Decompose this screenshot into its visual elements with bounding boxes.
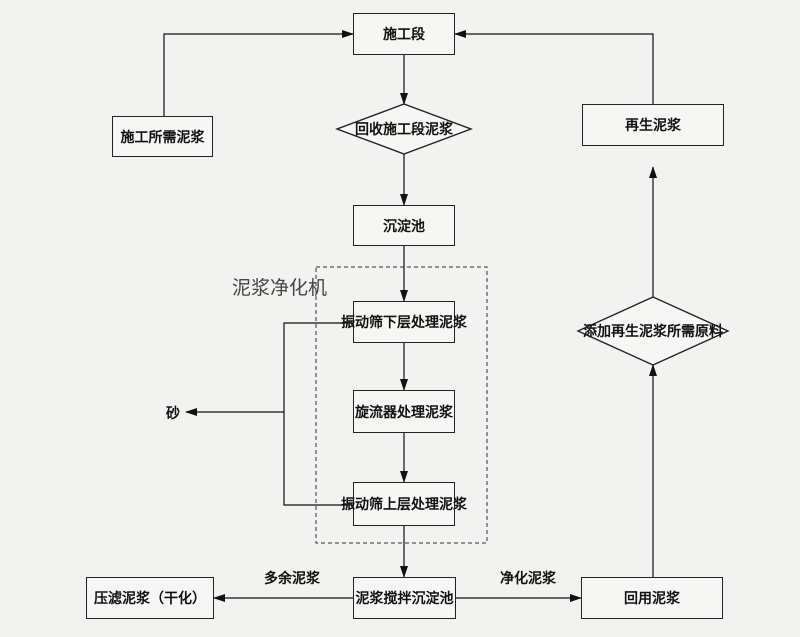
regenerated-slurry-label: 再生泥浆 (625, 118, 681, 134)
purified-slurry-label: 净化泥浆 (500, 571, 556, 587)
arrow-regenerated-to-construction (454, 30, 654, 104)
screen-lower-node: 振动筛下层处理泥浆 (341, 301, 467, 343)
arrow-required-to-construction (163, 30, 354, 116)
cyclone-label: 旋流器处理泥浆 (355, 404, 453, 421)
sand-line-top (283, 322, 353, 412)
required-slurry-node: 施工所需泥浆 (112, 116, 213, 157)
mixing-settling-node: 泥浆搅拌沉淀池 (353, 577, 456, 619)
regenerated-slurry-node: 再生泥浆 (582, 104, 724, 146)
reuse-slurry-label: 回用泥浆 (624, 591, 680, 607)
settling-tank-label: 沉淀池 (383, 218, 425, 235)
construction-section-label: 施工段 (383, 27, 425, 43)
filter-press-node: 压滤泥浆（干化） (86, 577, 214, 619)
recovered-slurry-node: 回收施工段泥浆 (337, 104, 471, 154)
excess-slurry-label: 多余泥浆 (264, 571, 320, 587)
reuse-slurry-node: 回用泥浆 (581, 577, 723, 619)
sand-label: 砂 (166, 406, 180, 422)
purifier-group-frame (315, 266, 488, 544)
sand-line-bottom (283, 412, 353, 506)
screen-upper-node: 振动筛上层处理泥浆 (341, 482, 467, 526)
cyclone-node: 旋流器处理泥浆 (353, 390, 455, 433)
filter-press-label: 压滤泥浆（干化） (94, 591, 206, 607)
purifier-group-title: 泥浆净化机 (232, 277, 328, 299)
recovered-slurry-diamond (334, 103, 474, 155)
construction-section-node: 施工段 (353, 13, 455, 55)
add-materials-diamond (576, 296, 730, 366)
mixing-settling-label: 泥浆搅拌沉淀池 (355, 591, 454, 607)
screen-upper-label: 振动筛上层处理泥浆 (341, 497, 467, 513)
add-materials-node: 添加再生泥浆所需原料 (578, 297, 728, 365)
required-slurry-label: 施工所需泥浆 (120, 129, 205, 146)
recovered-slurry-label: 回收施工段泥浆 (355, 122, 453, 138)
screen-lower-label: 振动筛下层处理泥浆 (341, 315, 467, 331)
settling-tank-node: 沉淀池 (353, 205, 455, 246)
add-materials-label: 添加再生泥浆所需原料 (583, 324, 723, 340)
